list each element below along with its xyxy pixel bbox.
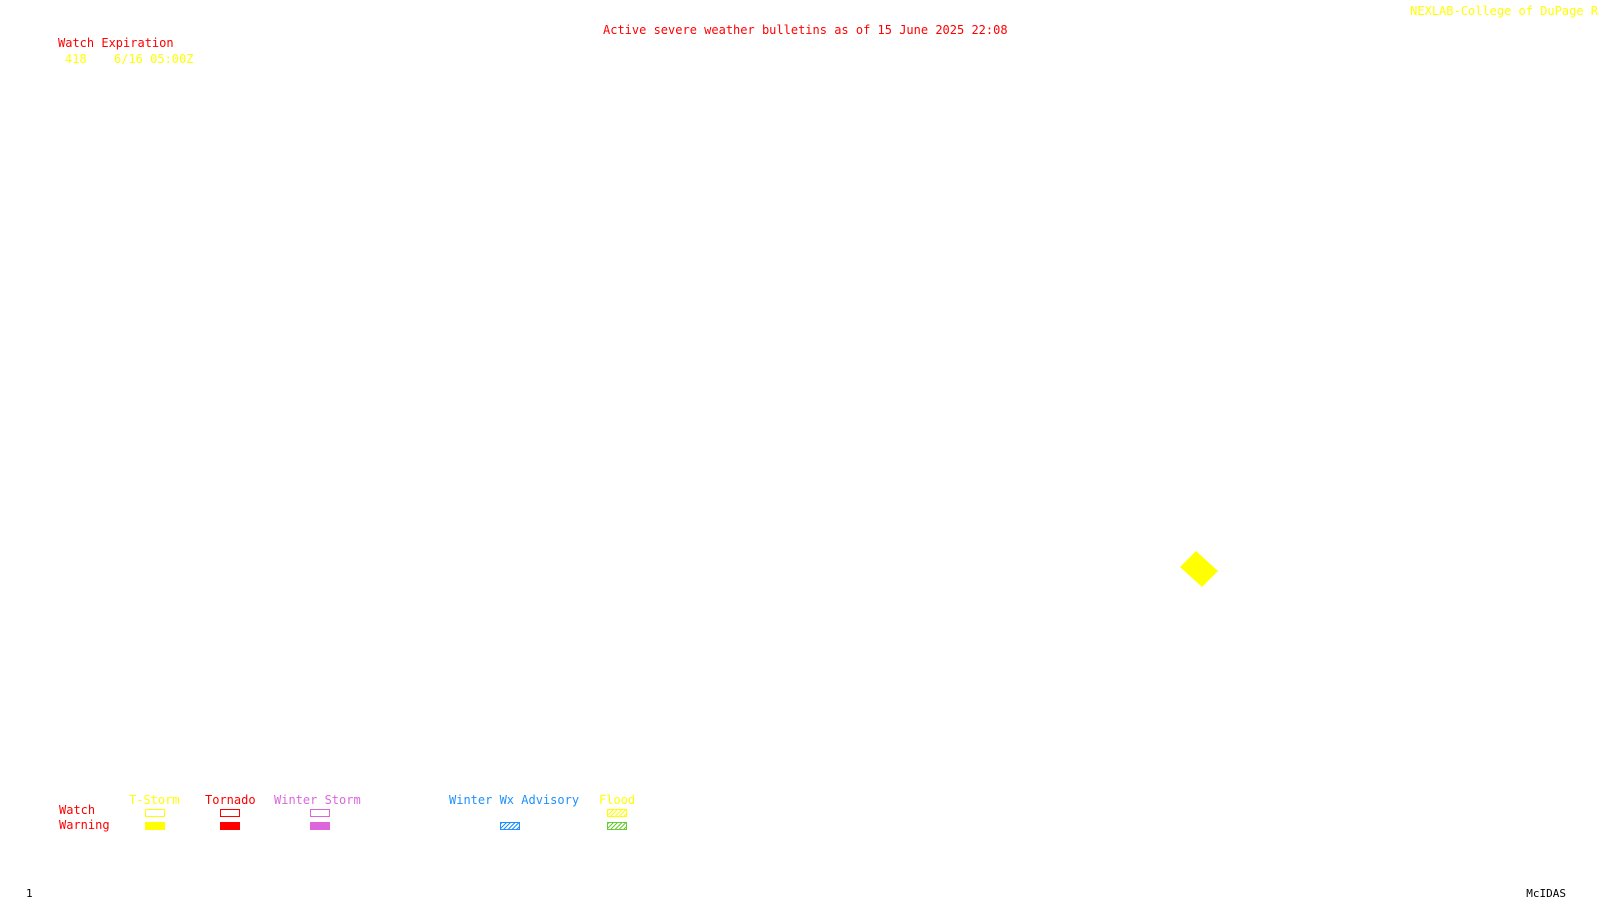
watch-expiration-heading: Watch Expiration bbox=[58, 36, 174, 50]
tstorm-warning-swatch bbox=[145, 822, 165, 830]
bulletin-title: Active severe weather bulletins as of 15… bbox=[603, 23, 1008, 37]
credit-label: NEXLAB-College of DuPage R bbox=[1410, 4, 1598, 18]
flood-warning-swatch bbox=[607, 822, 627, 830]
software-label: McIDAS bbox=[1526, 887, 1566, 900]
tornado-warning-swatch bbox=[220, 822, 240, 830]
flood-watch-swatch bbox=[607, 809, 627, 817]
frame-number: 1 bbox=[26, 887, 33, 900]
legend-tornado-label: Tornado bbox=[205, 793, 256, 807]
legend-winter-advisory-label: Winter Wx Advisory bbox=[449, 793, 580, 807]
winter-storm-watch-swatch bbox=[310, 809, 330, 817]
legend-winter-storm-label: Winter Storm bbox=[274, 793, 361, 807]
watch-expiry-time: 6/16 05:00Z bbox=[114, 52, 194, 66]
watch-number: 418 bbox=[65, 52, 87, 66]
winter-advisory-swatch bbox=[500, 822, 520, 830]
tornado-watch-swatch bbox=[220, 809, 240, 817]
tornado-warning-polygon[interactable] bbox=[1180, 551, 1218, 587]
legend-row-watch: Watch bbox=[59, 803, 96, 817]
tstorm-watch-swatch bbox=[145, 809, 165, 817]
legend-flood-label: Flood bbox=[599, 793, 636, 807]
legend-tstorm-label: T-Storm bbox=[129, 793, 180, 807]
map-area bbox=[1180, 551, 1218, 587]
winter-storm-warning-swatch bbox=[310, 822, 330, 830]
legend-row-warning: Warning bbox=[59, 818, 110, 832]
